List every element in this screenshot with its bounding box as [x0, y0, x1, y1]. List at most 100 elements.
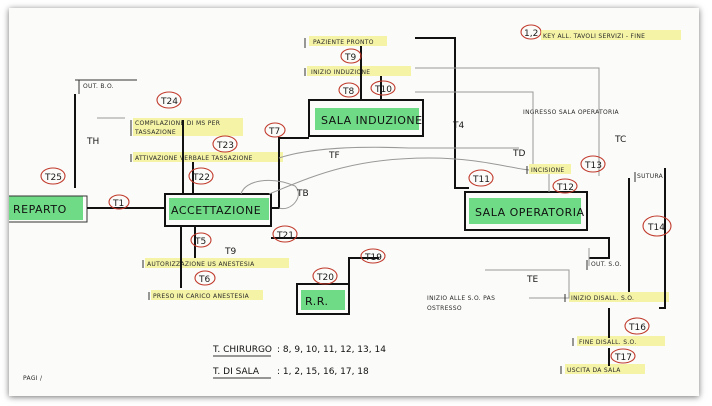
event-paziente-pronto: PAZIENTE PRONTO	[309, 36, 387, 46]
event-fine-disall: FINE DISALL. S.O.	[577, 336, 665, 346]
marker-t19-label: T19	[364, 253, 382, 263]
marker-t1	[108, 194, 130, 210]
main-flow-lines	[74, 37, 666, 366]
event-out-bo: OUT. B.O.	[75, 79, 137, 94]
node-sala-induzione: SALA INDUZIONE	[308, 99, 424, 137]
process-diagram: REPARTO ACCETTAZIONE SALA INDUZIONE SALA…	[9, 24, 681, 382]
label-t4: T4	[452, 121, 464, 131]
event-inizio-s2: INIZIO ALLE S.O. PAS OSTRESSO	[427, 295, 495, 312]
marker-t23-label: T23	[216, 141, 234, 151]
marker-t10-label: T10	[374, 85, 392, 95]
marker-t7	[264, 122, 286, 138]
label-tc: TC	[614, 135, 626, 145]
marker-t22-label: T22	[192, 173, 210, 183]
marker-t25-label: T25	[44, 173, 62, 183]
node-rr-label: R.R.	[305, 295, 329, 308]
event-sutura: SUTURA	[637, 173, 664, 180]
marker-t9-label: T9	[344, 53, 356, 63]
marker-t17-label: T17	[614, 353, 632, 363]
node-reparto-label: REPARTO	[13, 203, 67, 216]
marker-t21	[272, 225, 298, 243]
node-reparto: REPARTO	[9, 195, 88, 223]
marker-t5-label: T5	[194, 237, 206, 247]
marker-t17	[610, 348, 636, 364]
event-autorizzazione-label: AUTORIZZAZIONE US ANESTESIA	[147, 261, 255, 268]
header-note-label: KEY ALL. TAVOLI SERVIZI - FINE	[543, 33, 645, 40]
marker-t7-label: T7	[268, 127, 280, 137]
marker-t22	[188, 167, 214, 185]
marker-t20	[312, 267, 338, 285]
node-sala-induzione-label: SALA INDUZIONE	[321, 114, 423, 127]
label-td: TD	[512, 149, 525, 159]
marker-t5	[190, 232, 212, 248]
marker-t16	[624, 317, 650, 335]
marker-t24	[156, 91, 182, 109]
marker-t9	[340, 48, 362, 64]
marker-t11-label: T11	[472, 175, 490, 185]
node-sala-operatoria: SALA OPERATORIA	[464, 191, 588, 231]
event-inizio-s2-label-2: OSTRESSO	[427, 305, 462, 312]
event-ingresso: INGRESSO SALA OPERATORIA	[523, 109, 620, 116]
event-incisione: INCISIONE	[529, 164, 571, 174]
t-markers: T25 T1 T24 T23 T22 T7 T5 T6 T21 T20 T19 …	[40, 24, 672, 364]
label-tb: TB	[296, 189, 309, 199]
event-inizio-disall: INIZIO DISALL. S.O.	[569, 292, 669, 302]
marker-t10	[370, 80, 396, 96]
legend-line2-values: : 1, 2, 15, 16, 17, 18	[277, 367, 369, 377]
marker-t19	[360, 248, 386, 264]
marker-t13	[580, 155, 606, 173]
event-inizio-induzione: INIZIO INDUZIONE	[307, 66, 411, 76]
marker-t24-label: T24	[160, 97, 178, 107]
node-sala-operatoria-label: SALA OPERATORIA	[475, 206, 585, 219]
marker-t21-label: T21	[276, 231, 294, 241]
label-t9b: T9	[224, 247, 236, 257]
header-note: KEY ALL. TAVOLI SERVIZI - FINE	[541, 30, 681, 40]
marker-t13-label: T13	[584, 161, 602, 171]
event-sutura-label: SUTURA	[637, 173, 664, 180]
event-uscita-sala: USCITA DA SALA	[565, 364, 645, 374]
legend-line1-values: : 8, 9, 10, 11, 12, 13, 14	[277, 345, 386, 355]
secondary-flow-lines	[97, 67, 600, 299]
event-uscita-sala-label: USCITA DA SALA	[567, 367, 621, 374]
plain-t-labels: TH T9 TB TF T4 TD TC TE	[86, 121, 626, 285]
event-out-so: OUT. S.O.	[591, 261, 622, 268]
event-out-bo-label: OUT. B.O.	[83, 83, 114, 90]
node-accettazione-label: ACCETTAZIONE	[171, 204, 261, 217]
legend: T. CHIRURGO : 8, 9, 10, 11, 12, 13, 14 T…	[212, 345, 386, 379]
label-te: TE	[526, 275, 538, 285]
label-tf: TF	[328, 151, 340, 161]
event-out-so-label: OUT. S.O.	[591, 261, 622, 268]
event-compilazione: COMPILAZIONE DI MS PER TASSAZIONE	[133, 118, 243, 136]
event-inizio-disall-label: INIZIO DISALL. S.O.	[571, 295, 634, 302]
header-badge-label: 1,2	[524, 29, 538, 39]
marker-t8-label: T8	[342, 87, 354, 97]
marker-t25	[40, 167, 66, 185]
bracket-ticks	[130, 38, 636, 374]
marker-t1-label: T1	[112, 199, 124, 209]
event-presa-label: PRESO IN CARICO ANESTESIA	[153, 293, 250, 300]
event-compilazione-label: COMPILAZIONE DI MS PER	[135, 120, 220, 127]
event-inizio-s2-label: INIZIO ALLE S.O. PAS	[427, 295, 495, 302]
event-fine-disall-label: FINE DISALL. S.O.	[579, 339, 637, 346]
legend-line2-label: T. DI SALA	[212, 367, 260, 377]
whiteboard-sheet: REPARTO ACCETTAZIONE SALA INDUZIONE SALA…	[9, 8, 699, 396]
event-compilazione-label-2: TASSAZIONE	[134, 129, 176, 136]
marker-t14	[642, 215, 672, 237]
marker-t11	[468, 169, 494, 187]
node-rr: R.R.	[296, 283, 350, 315]
event-attivazione: ATTIVAZIONE VERBALE TASSAZIONE	[133, 152, 283, 162]
node-accettazione: ACCETTAZIONE	[164, 193, 272, 227]
marker-t16-label: T16	[628, 323, 646, 333]
event-paziente-pronto-label: PAZIENTE PRONTO	[313, 39, 374, 46]
marker-t12-label: T12	[556, 183, 574, 193]
event-ingresso-label: INGRESSO SALA OPERATORIA	[523, 109, 620, 116]
event-inizio-induzione-label: INIZIO INDUZIONE	[311, 69, 370, 76]
marker-t6	[194, 270, 216, 286]
marker-t6-label: T6	[198, 275, 210, 285]
marker-t23	[212, 135, 238, 153]
event-presa-in-carico: PRESO IN CARICO ANESTESIA	[151, 290, 263, 300]
footer-note: PAGI /	[23, 375, 43, 382]
legend-line1-label: T. CHIRURGO	[212, 345, 272, 355]
event-autorizzazione: AUTORIZZAZIONE US ANESTESIA	[145, 258, 289, 268]
event-attivazione-label: ATTIVAZIONE VERBALE TASSAZIONE	[135, 155, 253, 162]
